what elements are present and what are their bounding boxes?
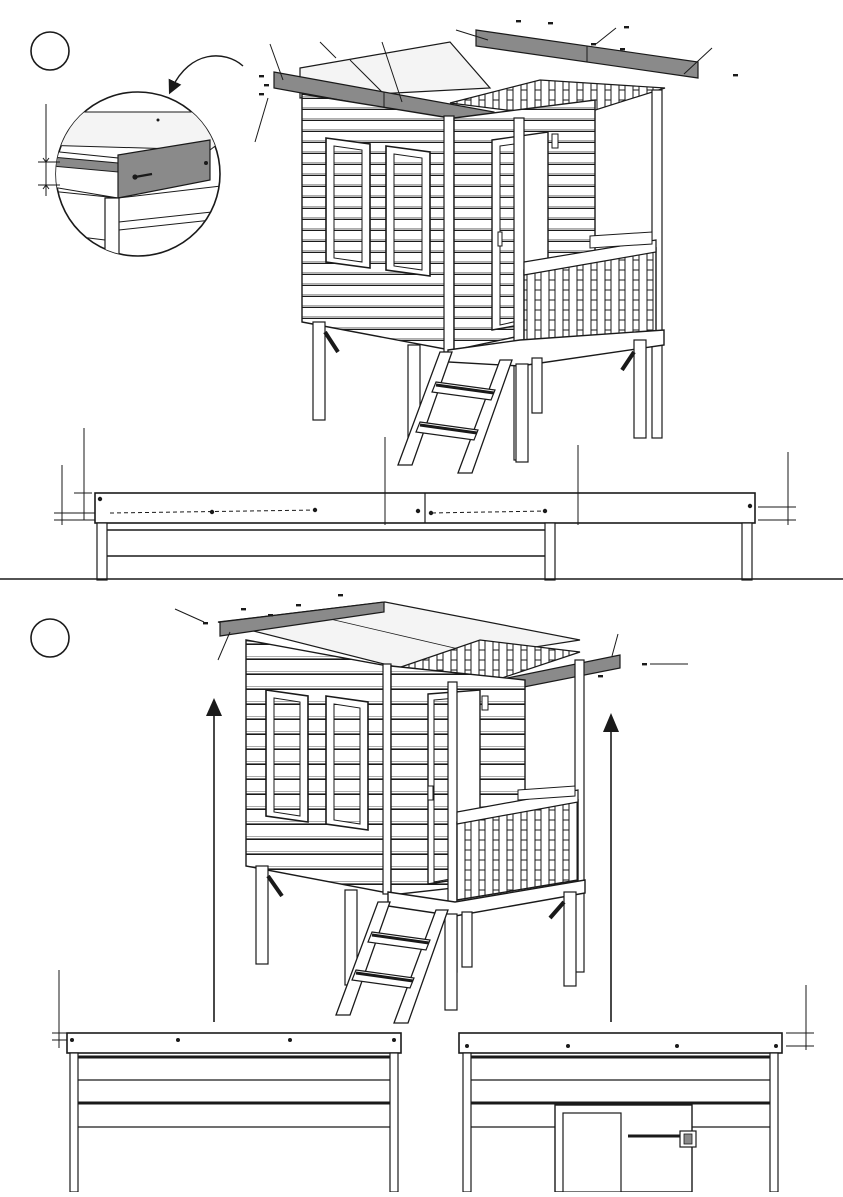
up-arrow-icon	[206, 698, 222, 1022]
screw-set-left	[255, 75, 269, 142]
fascia-board-side-detail	[54, 428, 796, 580]
curved-arrow-icon	[172, 56, 243, 88]
step-2-marker	[31, 619, 69, 657]
step-1-marker	[31, 32, 69, 70]
playhouse-isometric-front	[270, 20, 738, 473]
up-arrow-icon	[603, 713, 619, 1022]
step-2	[31, 594, 814, 1192]
fascia-right-detail	[459, 985, 814, 1192]
magnifier-detail-icon	[38, 92, 260, 268]
step-1	[31, 20, 796, 580]
